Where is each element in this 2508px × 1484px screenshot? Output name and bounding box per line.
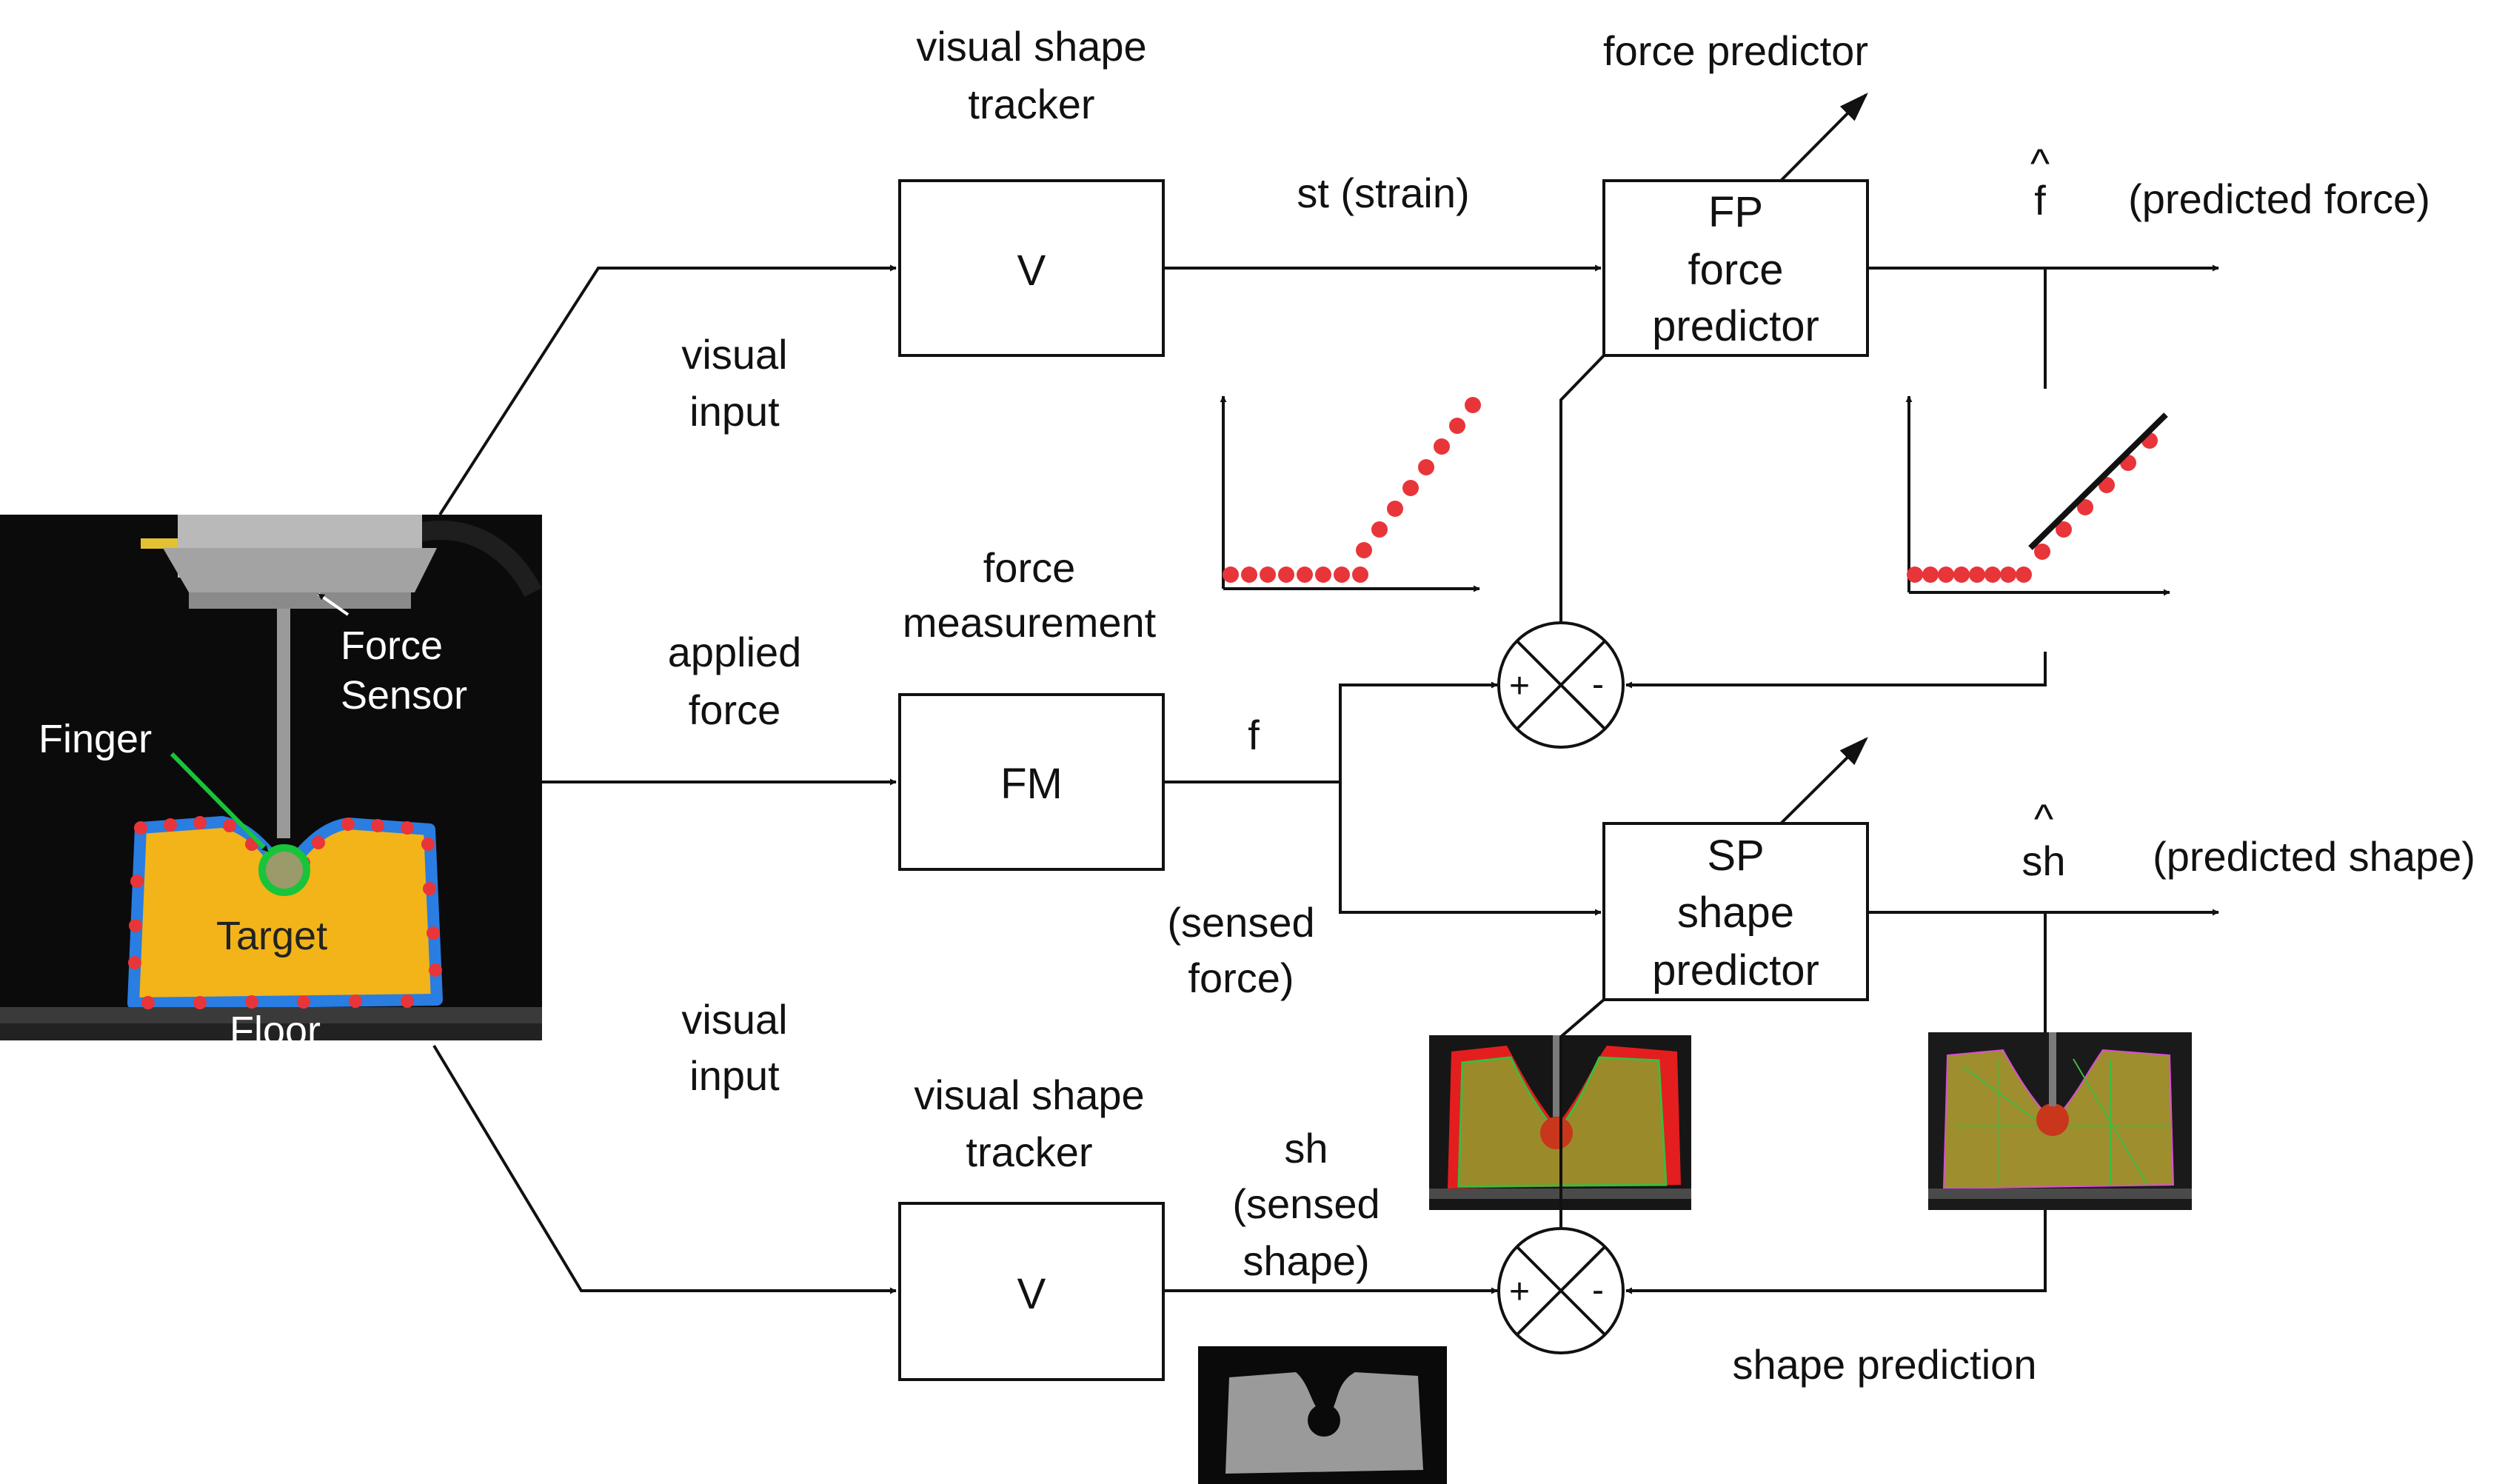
sp-adaptation-arrow	[1779, 737, 1868, 825]
top-tracker-title-2: tracker	[968, 81, 1094, 127]
force-measurement-label-1: force	[983, 544, 1076, 591]
top-v-box-label: V	[1017, 247, 1046, 295]
force-error-line	[1559, 354, 1605, 623]
force-signal-label: f	[1248, 712, 1260, 758]
fp-adaptation-arrow	[1779, 93, 1868, 182]
fm-box-label: FM	[1000, 760, 1063, 808]
predicted-shape-label: (predicted shape)	[2153, 833, 2475, 880]
plot2-dot-7	[2016, 566, 2032, 583]
predicted-force-feedback	[1625, 652, 2047, 689]
sensed-shape-label-3: shape)	[1243, 1237, 1369, 1284]
shape-comparator-plus: +	[1509, 1272, 1530, 1311]
shape-hat: ^	[2034, 795, 2053, 842]
top-input-label-2: input	[689, 388, 780, 435]
plot2-dot-0	[1907, 566, 1923, 583]
sp-box-label-1: SP	[1707, 832, 1764, 880]
strain-label: st (strain)	[1297, 170, 1469, 216]
bottom-v-box	[898, 1202, 1165, 1381]
sensed-force-label-1: (sensed	[1167, 899, 1314, 946]
plot1-dot-10	[1387, 501, 1403, 517]
shape-error-line	[1559, 998, 1605, 1229]
fm-box	[898, 693, 1165, 871]
applied-force-label-2: force	[689, 686, 781, 733]
force-to-comparator-top	[1339, 681, 1498, 782]
force-to-sp	[1339, 782, 1602, 916]
fitted-force-plot	[1905, 395, 2170, 596]
plot2-dot-3	[1953, 566, 1970, 583]
plot1-dot-7	[1352, 566, 1368, 583]
fp-box-label-3: predictor	[1652, 302, 1819, 350]
plot2-dot-1	[1922, 566, 1939, 583]
top-tracker-title-1: visual shape	[916, 23, 1146, 70]
bottom-tracker-title-2: tracker	[966, 1129, 1092, 1175]
predicted-force-symbol: f	[2034, 177, 2046, 224]
plot1-dot-13	[1434, 438, 1450, 455]
sp-box-label-2: shape	[1677, 889, 1794, 937]
force-sensor-arrow	[317, 592, 350, 616]
fp-box-label-2: force	[1688, 246, 1784, 294]
plot1-dot-14	[1449, 418, 1465, 434]
plot1-dot-11	[1402, 480, 1419, 496]
plot2-dot-6	[2000, 566, 2016, 583]
finger-rod	[277, 609, 290, 838]
force-comparator: + -	[1497, 621, 1625, 749]
bottom-tracker-title-1: visual shape	[914, 1072, 1144, 1118]
applied-force-label-1: applied	[668, 629, 802, 675]
finger-label: Finger	[39, 717, 152, 761]
plot2-dot-5	[1984, 566, 2001, 583]
predicted-shape-symbol: sh	[2022, 838, 2065, 884]
predicted-force-label: (predicted force)	[2128, 176, 2430, 222]
plot1-dot-4	[1297, 566, 1313, 583]
plot2-dot-8	[2034, 544, 2050, 560]
plot1-dot-3	[1278, 566, 1294, 583]
fp-box	[1602, 179, 1869, 357]
force-comparator-plus: +	[1509, 666, 1530, 706]
plot2-dot-4	[1969, 566, 1985, 583]
force-hat: ^	[2030, 140, 2050, 187]
force-predictor-label: force predictor	[1603, 27, 1868, 74]
fp-box-label-1: FP	[1708, 188, 1763, 236]
target-label: Target	[216, 914, 327, 958]
sp-box-label-3: predictor	[1652, 946, 1819, 995]
force-sensor-label-2: Sensor	[341, 673, 467, 718]
shape-comparator-minus: -	[1592, 1271, 1604, 1310]
plot1-dot-6	[1334, 566, 1350, 583]
bottom-visual-input-line	[432, 1044, 897, 1294]
floor-label: Floor	[230, 1009, 321, 1053]
finger-tip	[258, 844, 310, 896]
strain-force-plot	[1220, 395, 1481, 592]
fit-line	[2028, 412, 2168, 550]
plot2-dot-2	[1938, 566, 1954, 583]
sensed-shape-label-2: (sensed	[1232, 1180, 1380, 1227]
plot1-dot-9	[1371, 521, 1388, 538]
shape-comparator: + -	[1497, 1227, 1625, 1354]
plot1-dot-12	[1418, 459, 1434, 475]
top-input-label-1: visual	[681, 331, 787, 378]
force-sensor-label-1: Force	[341, 624, 443, 668]
finger-arrow	[170, 752, 270, 854]
plot1-dot-15	[1465, 397, 1481, 413]
bottom-input-label-1: visual	[681, 996, 787, 1043]
depth-silhouette-image	[1198, 1346, 1447, 1484]
predicted-shape-feedback	[1625, 1210, 2047, 1294]
plot1-dot-8	[1356, 542, 1372, 558]
bottom-v-box-label: V	[1017, 1270, 1046, 1318]
shape-prediction-label: shape prediction	[1733, 1341, 2037, 1388]
floor	[0, 1007, 542, 1023]
force-comparator-minus: -	[1592, 665, 1604, 704]
bottom-input-label-2: input	[689, 1052, 780, 1099]
plot1-dot-0	[1223, 566, 1239, 583]
sensed-force-label-2: force)	[1188, 955, 1294, 1001]
plot1-dot-1	[1241, 566, 1257, 583]
force-measurement-label-2: measurement	[903, 599, 1157, 646]
plot1-dot-5	[1315, 566, 1331, 583]
plot1-dot-2	[1260, 566, 1276, 583]
plot2-dot-9	[2056, 521, 2072, 538]
setup-photo: Force Sensor Finger Target Floor	[0, 515, 542, 1053]
top-visual-input-line	[438, 264, 897, 516]
sensed-shape-label-1: sh	[1284, 1125, 1328, 1172]
plot2-dot-10	[2077, 499, 2093, 515]
predicted-shape-mesh-image	[1928, 1032, 2192, 1210]
